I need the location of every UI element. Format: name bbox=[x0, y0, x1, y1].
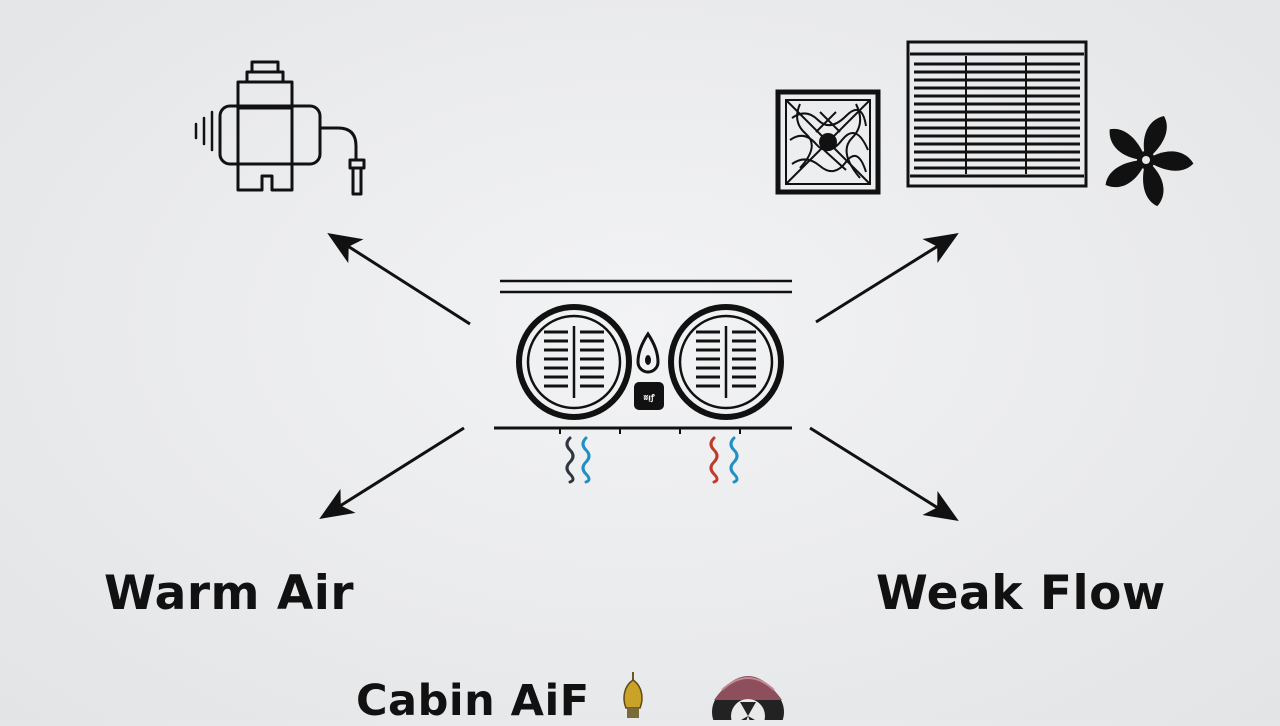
left-vent-icon bbox=[516, 304, 632, 420]
arrow-to-warm-air bbox=[319, 426, 465, 520]
arrow-to-coolant bbox=[327, 232, 471, 326]
clogged-cabin-filter-icon bbox=[775, 89, 881, 195]
ac-unit: ʬᴉꝭ bbox=[494, 279, 792, 484]
air-freshener-icon bbox=[623, 672, 643, 718]
arrow-to-weak-flow bbox=[809, 426, 959, 522]
unit-badge: ʬᴉꝭ bbox=[634, 382, 664, 410]
cap-icon bbox=[712, 676, 784, 720]
arrows bbox=[319, 232, 959, 522]
arrow-to-filter bbox=[815, 233, 959, 324]
vent-grille-icon bbox=[906, 40, 1088, 188]
unit-badge-text: ʬᴉꝭ bbox=[643, 393, 654, 403]
warm-air-label: Warm Air bbox=[104, 566, 355, 621]
water-drop-icon bbox=[636, 331, 660, 374]
right-vent-icon bbox=[668, 304, 784, 420]
wave-right-1 bbox=[709, 436, 719, 484]
weak-flow-label: Weak Flow bbox=[876, 566, 1166, 621]
cabin-air-label: Cabin AiF bbox=[356, 676, 590, 726]
coolant-reservoir-icon bbox=[194, 60, 366, 196]
wave-right-2 bbox=[729, 436, 739, 484]
airflow-waves bbox=[565, 436, 739, 484]
wave-left-1 bbox=[565, 436, 575, 484]
wave-left-2 bbox=[581, 436, 591, 484]
blower-fan-icon bbox=[1105, 116, 1194, 207]
